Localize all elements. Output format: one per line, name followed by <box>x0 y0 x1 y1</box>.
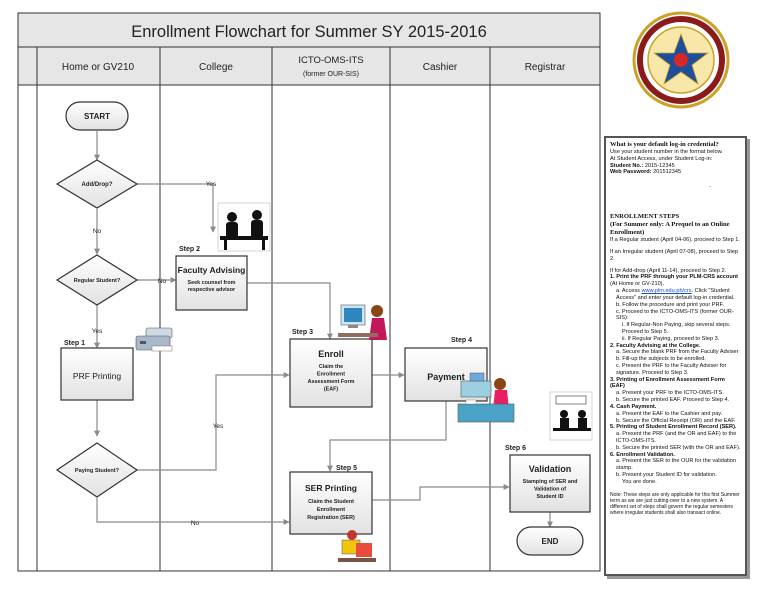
faculty-meeting-clipart <box>217 202 271 252</box>
step-5-a: a. Present the PRF (and the OR and EAF) … <box>616 431 737 444</box>
connector-paying-no <box>96 498 290 525</box>
edge-label-no: No <box>158 278 167 285</box>
steps-heading: ENROLLMENT STEPS <box>610 213 680 221</box>
edge-label-no: No <box>191 520 200 527</box>
step-1-b: b. Follow the procedure and print your P… <box>616 301 724 308</box>
lane-label-icto: ICTO-OMS-ITS <box>298 55 363 66</box>
crs-link[interactable]: www.plm.edu.ph/crs <box>641 288 692 295</box>
university-seal <box>632 11 730 109</box>
step-3-label: Step 3 <box>292 329 313 336</box>
step-3-heading: 3. Printing of Enrollment Assessment For… <box>610 376 725 390</box>
validation-box <box>509 454 591 513</box>
student-computer-clipart <box>338 530 376 562</box>
prf-printing-box <box>60 347 134 401</box>
step-2-c: c. Present the PRF to the Faculty Advise… <box>616 363 727 376</box>
lane-label-college: College <box>199 62 233 73</box>
registrar-clipart <box>549 391 593 441</box>
credential-password: Web Password: 201512345 <box>610 169 682 176</box>
adddrop-instruction: If for Add-drop (April 11-14), proceed t… <box>610 267 727 274</box>
credential-line-1: Use your student number in the format be… <box>610 149 723 156</box>
step-3-b: b. Secure the printed EAF. Proceed to St… <box>616 397 730 404</box>
title-bar <box>17 12 601 48</box>
printer-clipart <box>135 327 173 352</box>
connector-payment-to-ser <box>327 401 447 472</box>
edge-label-no: No <box>93 228 102 235</box>
lane-sublabel-icto: (former OUR-SIS) <box>303 71 359 78</box>
step-1-c: c. Proceed to the ICTO-OMS-ITS (former O… <box>616 308 734 322</box>
connector-paying-yes <box>137 372 290 471</box>
step-2-a: a. Secure the blank PRF from the Faculty… <box>616 349 739 356</box>
info-panel: What is your default log-in credential? … <box>604 136 747 576</box>
connector-ser-to-validation <box>372 484 510 501</box>
step-1-a: a. Access www.plm.edu.ph/crs. Click "Stu… <box>616 288 735 301</box>
steps-subheading: (For Summer only: A Prequel to an Online… <box>610 221 730 237</box>
edge-label-yes: Yes <box>213 423 224 430</box>
step-2-label: Step 2 <box>179 246 200 253</box>
step-5-label: Step 5 <box>336 465 357 472</box>
end-terminator <box>516 526 584 556</box>
decision-paying-student <box>55 442 139 498</box>
step-1-location: (At Home or GV-210). <box>610 281 665 288</box>
step-4-b: b. Secure the Official Receipt (OR) and … <box>616 417 736 424</box>
step-6-label: Step 6 <box>505 445 526 452</box>
step-1-c-ii: ii. If Regular Paying, proceed to Step 3… <box>622 335 720 342</box>
connector-faculty-to-enroll <box>247 282 333 340</box>
step-2-b: b. Fill-up the subjects to be enrolled. <box>616 356 706 363</box>
edge-label-yes: Yes <box>206 181 217 188</box>
credential-line-2: At Student Access, under Student Log-in: <box>610 155 713 162</box>
prf-printing-label: PRF Printing <box>73 371 121 381</box>
step-4-heading: 4. Cash Payment. <box>610 403 657 410</box>
step-2-heading: 2. Faculty Advising at the College. <box>610 342 701 349</box>
decision-paying-label: Paying Student? <box>75 468 120 474</box>
panel-note: Note: These steps are only applicable fo… <box>610 491 740 516</box>
decision-regular-label: Regular Student? <box>74 278 121 284</box>
step-6-done: You are done. <box>622 478 657 485</box>
panel-dash: - <box>709 184 711 191</box>
credential-heading: What is your default log-in credential? <box>610 141 719 148</box>
step-4-label: Step 4 <box>451 337 472 344</box>
faculty-advising-title: Faculty Advising <box>178 265 246 275</box>
decision-add-drop-label: Add/Drop? <box>82 182 113 188</box>
step-5-b: b. Secure the printed SER (with the OR a… <box>616 444 741 451</box>
start-label: START <box>84 112 110 121</box>
cashier-clipart <box>457 372 515 423</box>
lane-label-registrar: Registrar <box>525 62 566 73</box>
payment-label: Payment <box>427 372 465 382</box>
lane-header-row <box>17 46 601 86</box>
step-5-heading: 5. Printing of Student Enrollment Record… <box>610 424 737 431</box>
faculty-advising-box <box>175 255 248 311</box>
enroll-title: Enroll <box>318 349 344 359</box>
enroll-box <box>289 338 373 408</box>
step-3-a: a. Present your PRF to the ICTO-OMS-ITS. <box>616 390 724 397</box>
start-terminator <box>65 101 129 131</box>
step-6-b: b. Present your Student ID for validatio… <box>616 472 717 478</box>
validation-title: Validation <box>529 464 572 474</box>
edge-label-yes: Yes <box>92 328 103 335</box>
end-label: END <box>542 537 559 546</box>
ser-printing-box <box>289 471 373 535</box>
step-1-label: Step 1 <box>64 340 85 347</box>
regular-instruction: If a Regular student (April 04-06), proc… <box>610 237 740 244</box>
step-6-a: a. Present the SER to the OUR for the va… <box>616 458 737 472</box>
ser-printing-title: SER Printing <box>305 483 357 493</box>
computer-clipart <box>338 304 387 340</box>
credential-student-no: Student No.: 2015-12345 <box>610 162 675 169</box>
decision-add-drop <box>55 159 139 209</box>
connector-adddrop-yes <box>137 183 216 233</box>
lane-label-cashier: Cashier <box>423 62 458 73</box>
step-4-a: a. Present the EAF to the Cashier and pa… <box>616 410 723 417</box>
step-1-heading: 1. Print the PRF through your PLM-CRS ac… <box>610 274 739 281</box>
decision-regular-student <box>55 254 139 306</box>
step-6-heading: 6. Enrollment Validation. <box>610 451 675 458</box>
step-1-c-i: i. If Regular-Non Paying, skip several s… <box>622 322 731 335</box>
lane-label-home: Home or GV210 <box>62 62 135 73</box>
irregular-instruction: If an Irregular student (April 07-08), p… <box>610 249 739 262</box>
flowchart-title: Enrollment Flowchart for Summer SY 2015-… <box>131 23 487 41</box>
